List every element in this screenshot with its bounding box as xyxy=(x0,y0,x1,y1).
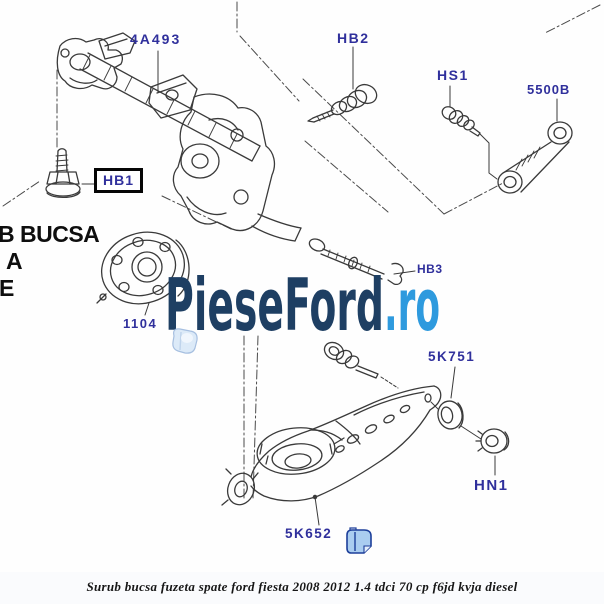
nut-hn1-drawing xyxy=(476,429,509,453)
part-label-bolt-hs1: HS1 xyxy=(437,67,469,83)
rear-crossmember-drawing xyxy=(57,33,301,241)
washer-5k751-drawing xyxy=(435,399,464,431)
lower-arm-bolt-drawing xyxy=(321,339,398,388)
page-caption: Surub bucsa fuzeta spate ford fiesta 200… xyxy=(86,579,518,594)
highlighted-part-icon xyxy=(346,527,372,554)
watermark-brand-text: PieseFord xyxy=(165,263,384,347)
part-label-lower-arm: 5K652 xyxy=(285,526,333,541)
bolt-hs1-drawing xyxy=(440,104,497,179)
bolt-hb1-drawing xyxy=(46,149,80,198)
stabilizer-link-drawing xyxy=(498,122,572,193)
part-label-washer: 5K751 xyxy=(428,349,476,364)
part-label-bolt-hb3: HB3 xyxy=(417,262,443,276)
cropped-text-line1: B BUCSA xyxy=(0,221,100,247)
part-label-nut: HN1 xyxy=(474,477,509,494)
watermark-tld-text: .ro xyxy=(384,263,440,347)
part-label-crossmember: 4A493 xyxy=(130,31,182,47)
hub-bearing-drawing xyxy=(92,222,194,315)
caption-band xyxy=(0,572,604,604)
part-label-bolt-hb2: HB2 xyxy=(337,30,370,46)
highlighted-part-icon xyxy=(172,328,198,354)
cropped-text-line3: E xyxy=(0,275,14,301)
leader-lines xyxy=(82,47,557,525)
cropped-text-line2: A xyxy=(6,248,23,274)
bolt-hb2-drawing xyxy=(308,81,380,122)
part-label-bolt-hb1: HB1 xyxy=(94,168,144,193)
part-label-hub: 1104 xyxy=(123,316,158,331)
part-label-link: 5500B xyxy=(527,82,571,97)
bolt-hb3-drawing xyxy=(307,237,403,285)
